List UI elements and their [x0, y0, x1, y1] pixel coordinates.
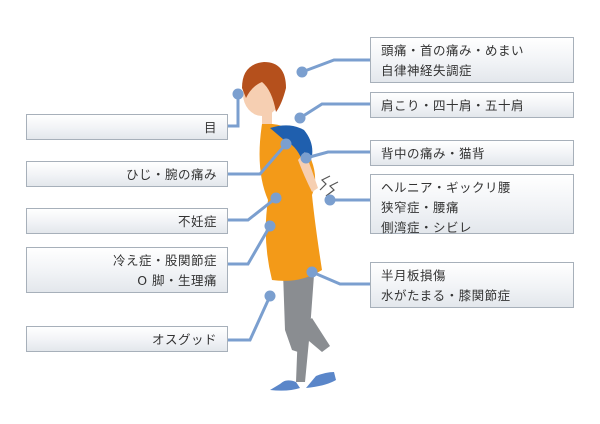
label-osgood-line-1: オスグッド	[151, 332, 217, 347]
woman-figure-icon	[242, 62, 336, 391]
label-head-line-1: 頭痛・首の痛み・めまい	[381, 43, 525, 58]
label-knee-line-1: 半月板損傷	[381, 268, 447, 283]
label-shoulder: 肩こり・四十肩・五十肩	[370, 92, 574, 118]
label-eye-line-1: 目	[203, 120, 217, 135]
label-back-line-1: 背中の痛み・猫背	[381, 146, 486, 161]
connector-dots	[232, 66, 336, 302]
label-infertility-line-1: 不妊症	[177, 214, 217, 229]
label-shoulder-line-1: 肩こり・四十肩・五十肩	[381, 98, 525, 113]
label-elbow: ひじ・腕の痛み	[26, 161, 228, 187]
label-lower-back: ヘルニア・ギックリ腰 狭窄症・腰痛 側湾症・シビレ	[370, 174, 574, 235]
label-lower-back-line-1: ヘルニア・ギックリ腰	[381, 180, 512, 195]
label-head-line-2: 自律神経失調症	[381, 63, 473, 78]
label-cold-line-1: 冷え症・股関節症	[112, 253, 217, 268]
label-cold-line-2: O 脚・生理痛	[137, 273, 217, 288]
label-osgood: オスグッド	[26, 326, 228, 352]
label-infertility: 不妊症	[26, 208, 228, 234]
label-knee-line-2: 水がたまる・膝関節症	[381, 288, 511, 303]
label-eye: 目	[26, 114, 228, 140]
label-knee: 半月板損傷 水がたまる・膝関節症	[370, 262, 574, 308]
pain-mark-icon	[319, 175, 339, 197]
label-elbow-line-1: ひじ・腕の痛み	[125, 167, 217, 182]
label-head: 頭痛・首の痛み・めまい 自律神経失調症	[370, 37, 574, 83]
label-back: 背中の痛み・猫背	[370, 140, 574, 166]
label-cold: 冷え症・股関節症 O 脚・生理痛	[26, 247, 228, 293]
label-lower-back-line-2: 狭窄症・腰痛	[381, 200, 460, 215]
connector-lines	[226, 58, 372, 342]
label-lower-back-line-3: 側湾症・シビレ	[381, 220, 473, 235]
